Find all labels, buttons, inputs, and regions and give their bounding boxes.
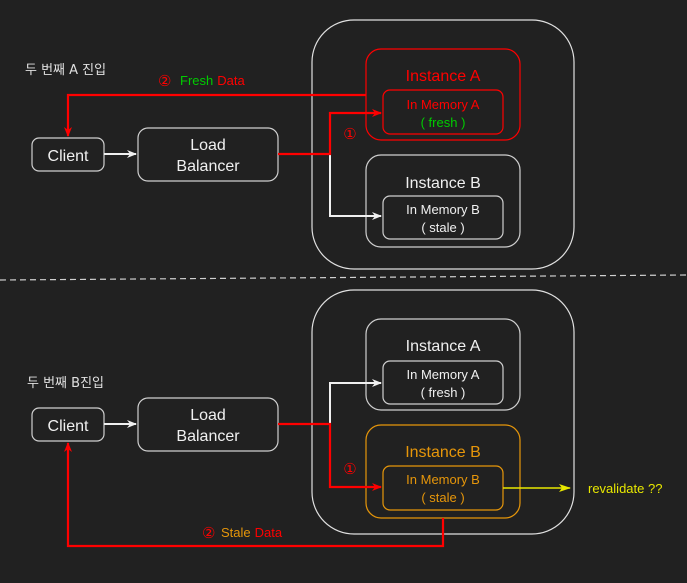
instance-b-node[interactable]: Instance B In Memory B ( stale ) (365, 154, 521, 248)
client-node[interactable]: Client (31, 407, 105, 442)
instance-b-node[interactable]: Instance B In Memory B ( stale ) (365, 424, 521, 519)
memory-a-label: In Memory A (407, 97, 480, 112)
memory-b-state: ( stale ) (421, 220, 464, 235)
memory-a-node[interactable]: In Memory A ( fresh ) (382, 360, 504, 405)
instance-b-title: Instance B (405, 175, 481, 192)
instance-a-title: Instance A (406, 338, 481, 355)
load-balancer-node[interactable]: Load Balancer (137, 127, 279, 182)
load-balancer-node[interactable]: Load Balancer (137, 397, 279, 452)
load-balancer-label-line2: Balancer (176, 158, 240, 175)
edge-lb-to-memory-b (278, 422, 382, 491)
edge-lb-to-memory-b (329, 154, 382, 220)
instance-a-node[interactable]: Instance A In Memory A ( fresh ) (365, 48, 521, 141)
load-balancer-label-line1: Load (190, 137, 226, 154)
client-label: Client (48, 418, 89, 435)
scenario-caption: 두 번째 B진입 (27, 376, 104, 391)
memory-a-node[interactable]: In Memory A ( fresh ) (382, 89, 504, 135)
memory-b-label: In Memory B (406, 202, 480, 217)
step-2-badge: ② (158, 73, 171, 90)
instance-a-node[interactable]: Instance A In Memory A ( fresh ) (365, 318, 521, 411)
edge-lb-to-memory-a (278, 109, 382, 156)
edge-lb-to-memory-a (329, 379, 382, 424)
scenario-bottom: 두 번째 B진입 Client Load Balancer Instance A… (27, 289, 662, 548)
memory-a-label: In Memory A (407, 367, 480, 382)
memory-a-state: ( fresh ) (421, 115, 466, 130)
load-balancer-label-line1: Load (190, 407, 226, 424)
memory-b-node[interactable]: In Memory B ( stale ) (382, 465, 504, 511)
client-node[interactable]: Client (31, 137, 105, 172)
scenario-top: 두 번째 A 진입 Client Load Balancer Instance … (25, 19, 575, 270)
memory-b-label: In Memory B (406, 472, 480, 487)
load-balancer-label-line2: Balancer (176, 428, 240, 445)
memory-b-state: ( stale ) (421, 490, 464, 505)
instance-a-title: Instance A (406, 68, 481, 85)
memory-b-node[interactable]: In Memory B ( stale ) (382, 195, 504, 240)
revalidate-label: revalidate ?? (588, 481, 662, 496)
memory-a-state: ( fresh ) (421, 385, 466, 400)
step-1-badge: ① (343, 126, 356, 143)
instance-b-title: Instance B (405, 444, 481, 461)
client-label: Client (48, 148, 89, 165)
server-group (311, 19, 575, 270)
edge-instance-b-to-client (64, 442, 445, 548)
step-2-badge: ② (202, 525, 215, 542)
scenario-caption: 두 번째 A 진입 (25, 63, 106, 78)
step-1-badge: ① (343, 461, 356, 478)
edge-instance-a-to-client (64, 93, 366, 137)
scenario-divider (0, 274, 687, 281)
